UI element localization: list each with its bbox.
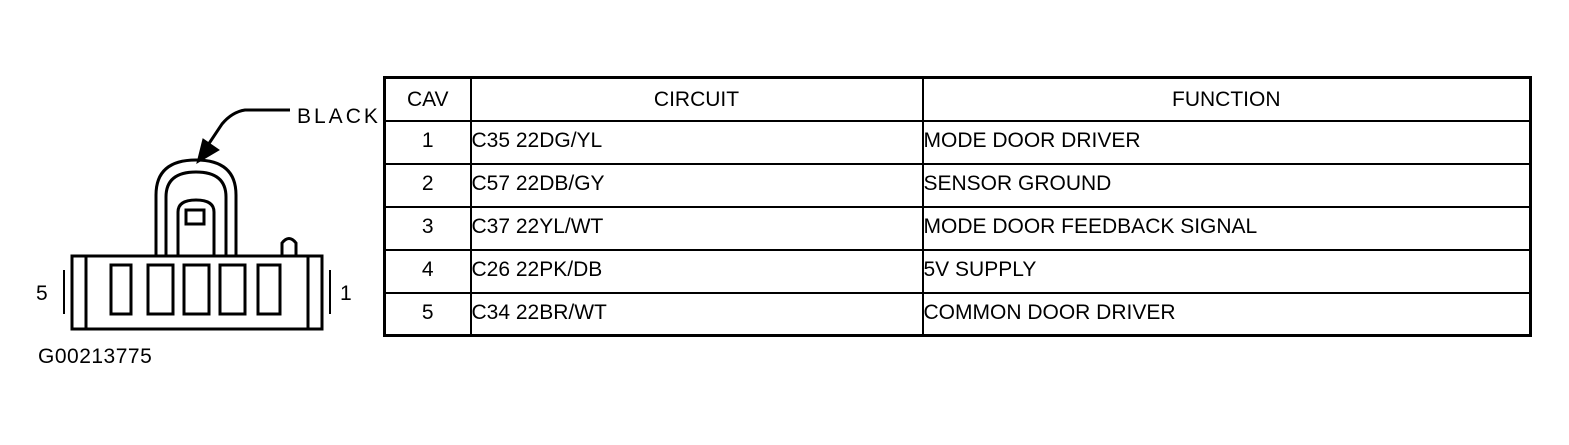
cell-function: SENSOR GROUND	[921, 162, 1532, 208]
cell-cav: 1	[383, 119, 472, 165]
cell-cav: 4	[383, 248, 472, 294]
cell-function: COMMON DOOR DRIVER	[921, 291, 1532, 337]
table-header-row: CAV CIRCUIT FUNCTION	[383, 76, 1532, 122]
cell-function: 5V SUPPLY	[921, 248, 1532, 294]
cell-circuit: C26 22PK/DB	[469, 248, 924, 294]
header-cav: CAV	[383, 76, 472, 122]
cavity-4	[146, 263, 175, 316]
cell-function: MODE DOOR DRIVER	[921, 119, 1532, 165]
connector-body	[63, 254, 331, 331]
table-row: 2 C57 22DB/GY SENSOR GROUND	[383, 162, 1532, 208]
cavity-5	[109, 263, 133, 316]
cavity-2	[218, 263, 247, 316]
connector-cavities	[109, 263, 282, 316]
cell-cav: 5	[383, 291, 472, 337]
color-callout-arrow	[196, 108, 290, 165]
pin-label-right: 1	[340, 282, 352, 305]
header-circuit: CIRCUIT	[469, 76, 924, 122]
cell-cav: 2	[383, 162, 472, 208]
cavity-3	[182, 263, 211, 316]
pinout-table: CAV CIRCUIT FUNCTION 1 C35 22DG/YL MODE …	[383, 76, 1532, 337]
figure-id: G00213775	[38, 345, 153, 368]
cell-cav: 3	[383, 205, 472, 251]
connector-color-label: BLACK	[297, 105, 380, 128]
table-row: 3 C37 22YL/WT MODE DOOR FEEDBACK SIGNAL	[383, 205, 1532, 251]
cell-function: MODE DOOR FEEDBACK SIGNAL	[921, 205, 1532, 251]
connector-lock-tab	[154, 158, 238, 256]
table-row: 5 C34 22BR/WT COMMON DOOR DRIVER	[383, 291, 1532, 337]
cell-circuit: C57 22DB/GY	[469, 162, 924, 208]
table-row: 1 C35 22DG/YL MODE DOOR DRIVER	[383, 119, 1532, 165]
connector-key-bump	[280, 237, 298, 256]
cavity-1	[256, 263, 282, 316]
cell-circuit: C34 22BR/WT	[469, 291, 924, 337]
cell-circuit: C37 22YL/WT	[469, 205, 924, 251]
pin-label-left: 5	[36, 282, 48, 305]
connector-diagram: BLACK 5 1	[36, 105, 380, 331]
header-function: FUNCTION	[921, 76, 1532, 122]
cell-circuit: C35 22DG/YL	[469, 119, 924, 165]
table-row: 4 C26 22PK/DB 5V SUPPLY	[383, 248, 1532, 294]
